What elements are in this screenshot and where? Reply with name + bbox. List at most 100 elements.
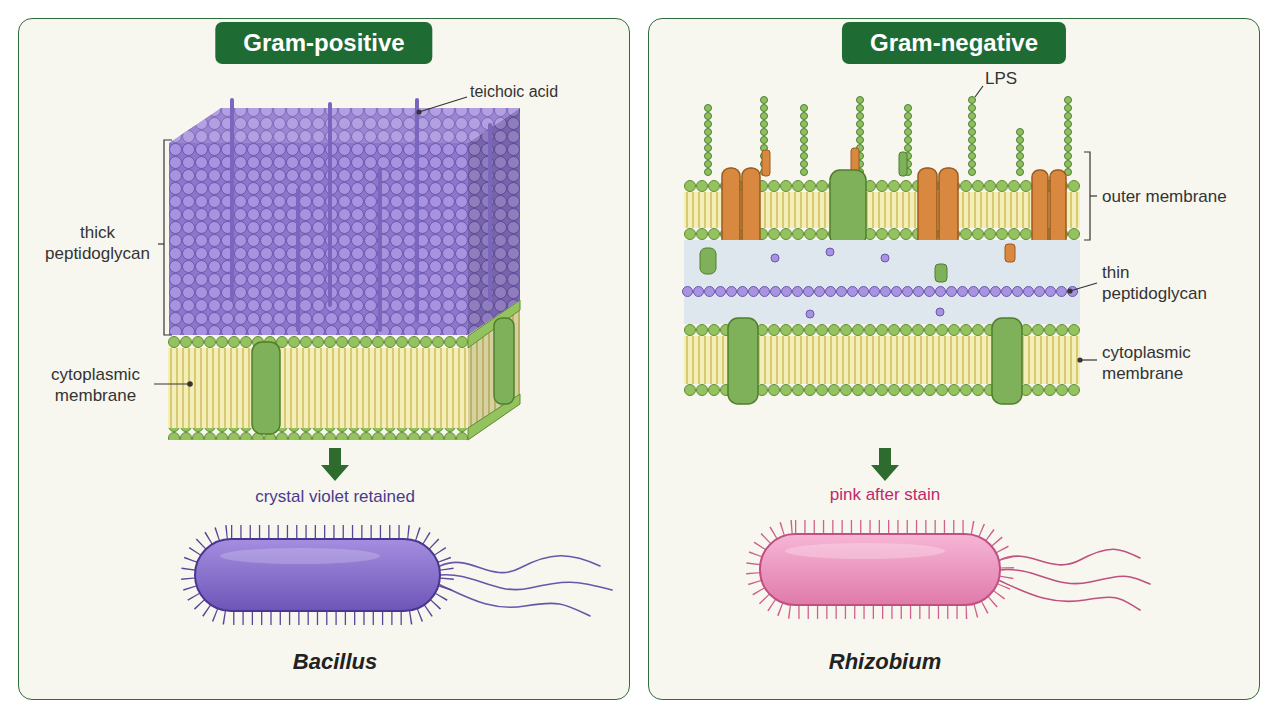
leader-lines: [154, 97, 467, 386]
leader-lines-part: [188, 382, 192, 386]
outer-membrane-part: [918, 168, 937, 248]
leader-lines-part: [419, 97, 467, 112]
thick-peptidoglycan-block-part: [468, 108, 520, 335]
periplasm-part: [682, 286, 1078, 297]
bracket-label: outer membrane: [1102, 186, 1252, 207]
thick-peptidoglycan-block-part: [468, 108, 520, 335]
leader-lines: [975, 86, 1097, 362]
teichoic-acid-rods: [232, 100, 490, 330]
down-arrow-part: [321, 465, 349, 481]
panel-ground: [18, 18, 1260, 700]
gram-positive-membrane-part: [168, 336, 468, 348]
rhizobium-cell-part: [785, 543, 945, 559]
outer-membrane-part: [939, 168, 958, 248]
outer-membrane-part: [722, 168, 740, 248]
periplasm-part: [806, 310, 814, 318]
teichoic-acid-rods-part: [328, 104, 332, 305]
bacillus-cell-part: [438, 556, 612, 616]
lps-chains: [704, 96, 1072, 176]
bracket-label: thick peptidoglycan: [40, 222, 155, 264]
lps-chains-part: [1064, 96, 1072, 176]
outer-membrane-part: [742, 168, 760, 248]
leader-lines-part: [1084, 152, 1090, 240]
teichoic-acid-rods-part: [378, 170, 382, 330]
bacillus-cell-part: [189, 533, 446, 617]
leader-lines-part: [1068, 289, 1072, 293]
bacillus-cell-part-part: [438, 584, 590, 616]
lps-chains-part: [762, 150, 770, 176]
rhizobium-cell-part: [760, 534, 1000, 605]
lps-chains-part: [1016, 128, 1024, 176]
outer-membrane-part: [830, 170, 866, 246]
rhizobium-cell-part: [998, 549, 1150, 610]
teichoic-acid-rods-part: [415, 100, 419, 320]
organism-name: Bacillus: [235, 648, 435, 676]
teichoic-acid-rods-part: [488, 125, 492, 300]
down-arrow-part: [879, 448, 891, 466]
organism-name: Rhizobium: [785, 648, 985, 676]
thick-peptidoglycan-block-part: [169, 108, 520, 143]
gram-positive-membrane-part: [494, 318, 514, 404]
leader-lines-part: [1090, 195, 1097, 196]
thick-peptidoglycan-block-part: [169, 108, 520, 143]
periplasm: [682, 240, 1080, 324]
lps-chains-part: [968, 96, 976, 176]
leader-lines-part: [417, 110, 421, 114]
leader-lines-part: [154, 383, 190, 384]
periplasm-part: [826, 248, 834, 256]
teichoic-acid-rods-part: [296, 190, 300, 330]
periplasm-part: [936, 308, 944, 316]
outer-membrane-part: [1032, 170, 1048, 246]
periplasm-part: [881, 254, 889, 262]
leader-label: thin peptidoglycan: [1102, 262, 1217, 304]
panel-heading: Gram-positive: [215, 22, 432, 64]
bacillus-cell-part-part: [440, 575, 612, 590]
bacillus-cell: [189, 533, 612, 617]
down-arrow: [321, 448, 899, 481]
bacillus-cell-part: [220, 548, 380, 564]
outer-membrane-part: [1050, 170, 1066, 246]
periplasm-part: [1005, 244, 1015, 262]
lps-chains-part: [899, 152, 907, 176]
cytoplasmic-membrane-part: [992, 318, 1022, 404]
leader-lines-part: [1070, 283, 1097, 291]
leader-lines-part: [1078, 358, 1082, 362]
thick-peptidoglycan-block-part: [169, 143, 468, 335]
rhizobium-cell-part-part: [998, 580, 1140, 610]
rhizobium-cell-part: [754, 528, 1006, 611]
lps-chains-part: [800, 104, 808, 176]
leader-label: LPS: [985, 68, 1045, 89]
periplasm-part: [700, 248, 716, 274]
gram-positive-membrane-part: [168, 428, 468, 440]
lps-chains-part: [704, 104, 712, 176]
down-arrow-part: [329, 448, 341, 466]
leader-label: teichoic acid: [470, 82, 610, 102]
periplasm-part: [684, 240, 1080, 324]
cytoplasmic-membrane: [684, 318, 1080, 404]
rhizobium-cell: [754, 528, 1150, 611]
panel-ground-part: [18, 18, 630, 700]
rhizobium-cell-part-part: [1000, 570, 1150, 584]
rhizobium-cell-part-part: [1000, 549, 1140, 565]
leader-lines-part: [164, 140, 172, 335]
periplasm-part: [771, 254, 779, 262]
gram-positive-membrane-part: [168, 348, 468, 428]
down-arrow-part: [871, 465, 899, 481]
thick-peptidoglycan-block: [169, 108, 520, 335]
panel: Gram-positive: [18, 18, 630, 700]
periplasm-part: [935, 264, 947, 282]
leader-lines-part: [158, 243, 164, 244]
leader-lines-part: [975, 86, 983, 97]
gram-positive-membrane-part: [252, 342, 280, 434]
outer-membrane: [684, 168, 1080, 248]
bacillus-cell-part: [195, 539, 440, 611]
panel-ground-part: [648, 18, 1260, 700]
cytoplasmic-membrane-part: [728, 318, 758, 404]
stain-result: pink after stain: [735, 484, 1035, 505]
bacillus-cell-part-part: [440, 556, 600, 573]
panel-heading: Gram-negative: [842, 22, 1066, 64]
stain-result: crystal violet retained: [185, 486, 485, 507]
leader-label: cytoplasmic membrane: [38, 364, 153, 406]
